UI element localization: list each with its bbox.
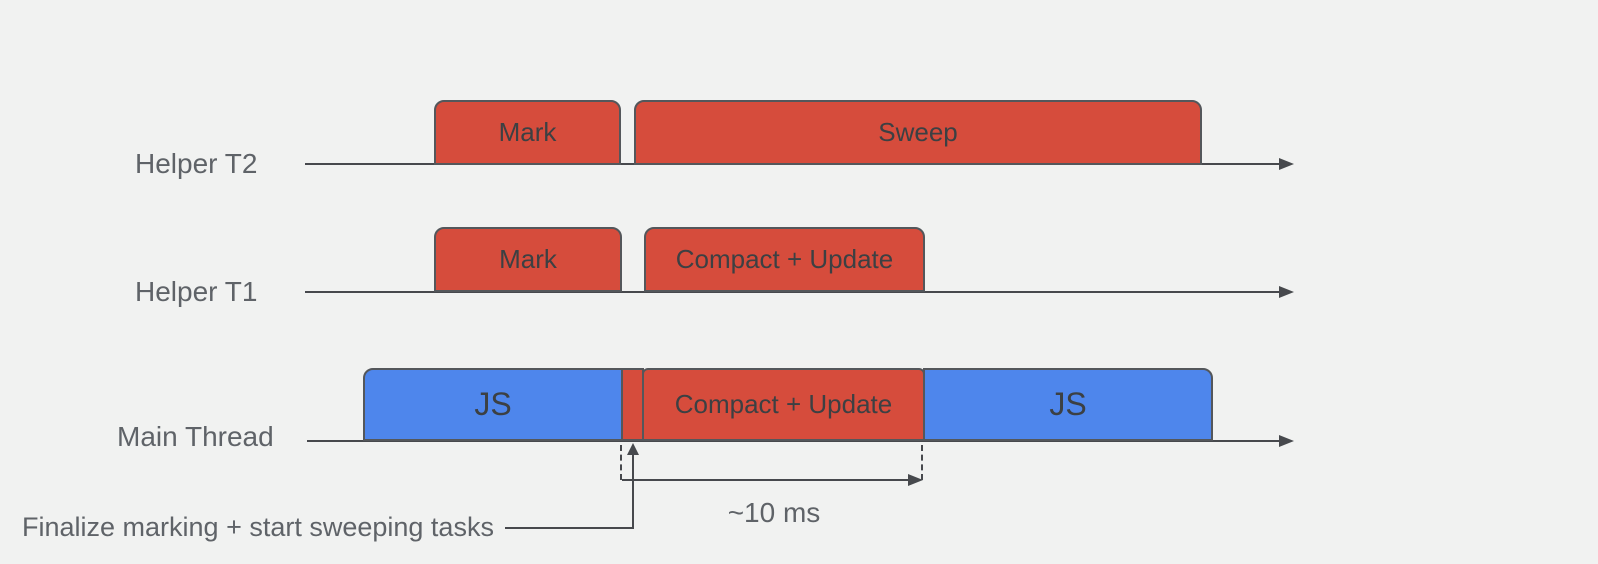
arrow-up-icon bbox=[627, 443, 639, 455]
callout-label: Finalize marking + start sweeping tasks bbox=[22, 512, 494, 542]
dashed-guide-left bbox=[620, 445, 622, 480]
bar-label: JS bbox=[474, 386, 512, 422]
row-label-helper-t1: Helper T1 bbox=[135, 276, 258, 307]
dashed-guide-right bbox=[921, 445, 923, 480]
row-label-main-thread: Main Thread bbox=[117, 421, 274, 452]
arrow-right-icon bbox=[908, 474, 923, 486]
arrow-right-icon bbox=[1279, 435, 1294, 447]
arrow-right-icon bbox=[1279, 158, 1294, 170]
bar-helper-t2-sweep: Sweep bbox=[634, 100, 1202, 165]
duration-label: ~10 ms bbox=[727, 497, 821, 528]
duration-measure-line bbox=[622, 479, 910, 481]
bar-label: Compact + Update bbox=[675, 244, 894, 274]
bar-main-thread-js-1: JS bbox=[363, 368, 623, 441]
row-label-helper-t2: Helper T2 bbox=[135, 148, 258, 179]
bar-main-thread-compact-update: Compact + Update bbox=[642, 368, 925, 441]
timeline-main-thread bbox=[307, 440, 1280, 442]
bar-label: Mark bbox=[498, 117, 557, 147]
bar-main-thread-finalize-sliver bbox=[621, 368, 644, 441]
bar-helper-t2-mark: Mark bbox=[434, 100, 621, 165]
bar-helper-t1-compact-update: Compact + Update bbox=[644, 227, 925, 292]
bar-label: Mark bbox=[499, 244, 557, 274]
bar-label: JS bbox=[1049, 386, 1087, 422]
callout-connector-line bbox=[505, 527, 634, 529]
bar-helper-t1-mark: Mark bbox=[434, 227, 622, 292]
bar-label: Compact + Update bbox=[674, 389, 893, 419]
bar-main-thread-js-2: JS bbox=[923, 368, 1213, 441]
bar-label: Sweep bbox=[878, 117, 958, 147]
callout-pointer-line bbox=[632, 451, 634, 529]
arrow-right-icon bbox=[1279, 286, 1294, 298]
timeline-helper-t1 bbox=[305, 291, 1280, 293]
